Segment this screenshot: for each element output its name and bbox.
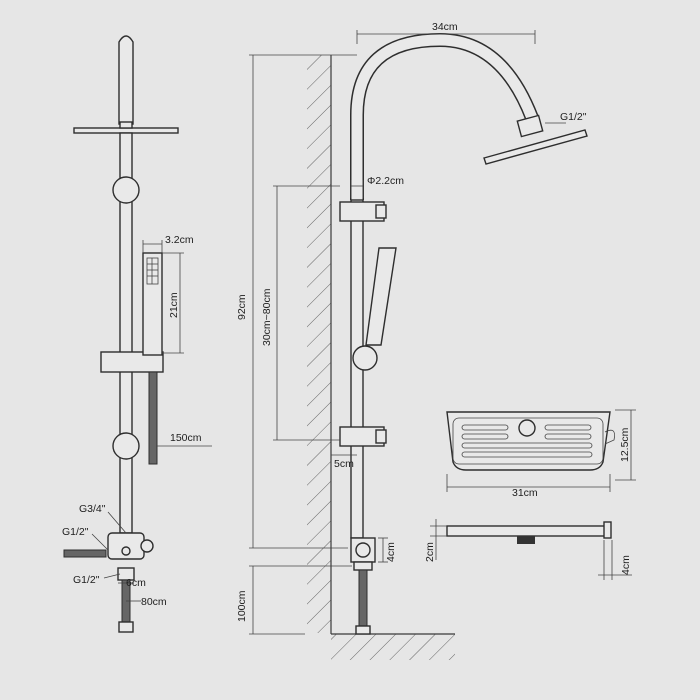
shelf-side-mount <box>517 536 535 544</box>
side-hand-shower <box>365 247 397 346</box>
shelf-width-label: 31cm <box>512 487 538 499</box>
slide-range-label: 30cm~80cm <box>261 288 273 346</box>
front-head-joint <box>119 121 133 129</box>
connector-depth-label: 6cm <box>126 577 146 589</box>
outlet-thread-label: G3/4" <box>79 503 106 515</box>
shelf-thickness-label: 2cm <box>424 542 436 562</box>
front-side-hose <box>63 549 107 558</box>
shelf-side-clip <box>603 521 612 539</box>
front-lower-knob <box>112 432 140 460</box>
side-bottom-hose <box>358 569 368 627</box>
hand-length-label: 21cm <box>168 292 180 318</box>
front-hand-hose <box>148 371 158 465</box>
shelf-side <box>446 525 608 537</box>
front-top-rail <box>118 35 134 125</box>
front-slider-bracket <box>100 351 164 373</box>
floor-height-label: 100cm <box>236 590 248 622</box>
wall-offset-label: 5cm <box>334 458 354 470</box>
head-thread-label: G1/2" <box>560 111 587 123</box>
valve-height-label: 4cm <box>385 542 397 562</box>
hose-length-label: 150cm <box>170 432 202 444</box>
hand-shower-face <box>146 257 159 285</box>
side-upper-knob <box>352 345 378 371</box>
side-showerhead <box>483 129 588 165</box>
inlet-thread-label: G1/2" <box>62 526 89 538</box>
shelf-clip-hole <box>518 419 536 437</box>
hand-width-label: 3.2cm <box>165 234 194 246</box>
shelf-view: 31cm 12.5cm 2cm 4cm <box>424 409 636 580</box>
total-height-label: 92cm <box>236 294 248 320</box>
front-view: 3.2cm 21cm 150cm G3/4" G1/2" G1/2" 6cm 8… <box>62 35 212 633</box>
shelf-top <box>446 411 611 471</box>
shelf-slots <box>461 424 593 458</box>
wall-hatch <box>307 55 331 633</box>
arm-width-label: 34cm <box>432 21 458 33</box>
shelf-clip-label: 4cm <box>620 555 632 575</box>
front-diverter-knob <box>140 539 154 553</box>
showerhead-nut <box>516 114 544 138</box>
front-showerhead <box>73 127 179 134</box>
shelf-clip <box>604 429 615 445</box>
shelf-depth-label: 12.5cm <box>619 427 631 462</box>
floor-hatch <box>331 634 455 660</box>
rail-diameter-label: Φ2.2cm <box>367 175 404 187</box>
front-upper-knob <box>112 176 140 204</box>
supply-hose-label: 80cm <box>141 596 167 608</box>
front-hand-shower <box>142 252 163 356</box>
side-view: 34cm G1/2" Φ2.2cm 92cm 30cm~80cm 5cm 4cm… <box>236 21 588 660</box>
bottom-thread-label: G1/2" <box>73 574 100 586</box>
